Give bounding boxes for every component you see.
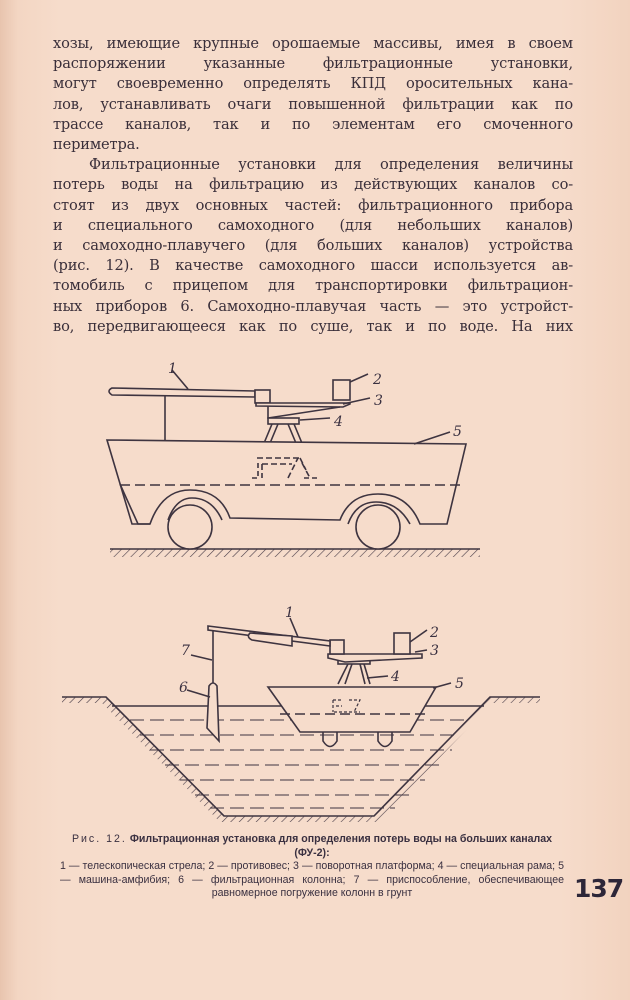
callout-4: 4 (333, 414, 343, 430)
amphibious-filtration-unit-diagram: 1 2 3 4 5 (62, 361, 540, 822)
callout-5-b: 5 (455, 676, 464, 692)
caption-legend: 1 — телескопическая стрела; 2 — противов… (60, 860, 564, 900)
caption-title-text: Фильтрационная установка для определения… (129, 833, 553, 859)
text-line: распоряжении указанные фильтрационные ус… (53, 55, 573, 73)
text-line: потерь воды на фильтрацию из действующих… (53, 176, 573, 194)
paragraph-2: Фильтрационные установки для определения… (53, 155, 573, 337)
callout-3: 3 (374, 393, 383, 409)
callout-2: 2 (372, 372, 382, 388)
text-line: лов, устанавливать очаги повышенной филь… (53, 95, 573, 113)
land-vehicle-view (105, 369, 480, 557)
text-line: и самоходно-плавучего (для больших канал… (53, 237, 573, 255)
figure-caption: Рис. 12. Фильтрационная установка для оп… (60, 833, 564, 901)
text-line: могут своевременно определять КПД оросит… (53, 75, 573, 93)
canal-view (62, 617, 540, 822)
text-line: Фильтрационные установки для определения… (89, 156, 573, 174)
callout-6-b: 6 (179, 680, 188, 696)
text-line: трассе каналов, так и по элементам его с… (53, 115, 573, 133)
callout-1: 1 (168, 361, 177, 377)
text-line: томобиль с прицепом для транспортировки … (53, 277, 573, 295)
callout-5: 5 (453, 424, 462, 440)
text-line: стоят из двух основных частей: фильтраци… (53, 196, 573, 214)
text-line: хозы, имеющие крупные орошаемые массивы,… (53, 35, 573, 52)
caption-label: Рис. 12. (71, 833, 127, 845)
text-line: ных приборов 6. Самоходно-плавучая часть… (53, 297, 573, 315)
body-text: хозы, имеющие крупные орошаемые массивы,… (53, 34, 573, 337)
figure-12: 1 2 3 4 5 (0, 355, 630, 835)
paragraph-1: хозы, имеющие крупные орошаемые массивы,… (53, 34, 573, 155)
callout-2-b: 2 (429, 625, 439, 641)
caption-title: Рис. 12. Фильтрационная установка для оп… (60, 833, 564, 860)
callout-4-b: 4 (390, 669, 400, 685)
page-number: 137 (574, 874, 624, 903)
text-line: и специального самоходного (для небольши… (53, 216, 573, 234)
text-line: периметра. (53, 136, 140, 154)
callout-1-b: 1 (285, 605, 294, 621)
text-line: во, передвигающееся как по суше, так и п… (53, 317, 573, 335)
callout-3-b: 3 (430, 643, 439, 659)
callout-7-b: 7 (181, 643, 190, 659)
text-line: (рис. 12). В качестве самоходного шасси … (53, 257, 573, 275)
